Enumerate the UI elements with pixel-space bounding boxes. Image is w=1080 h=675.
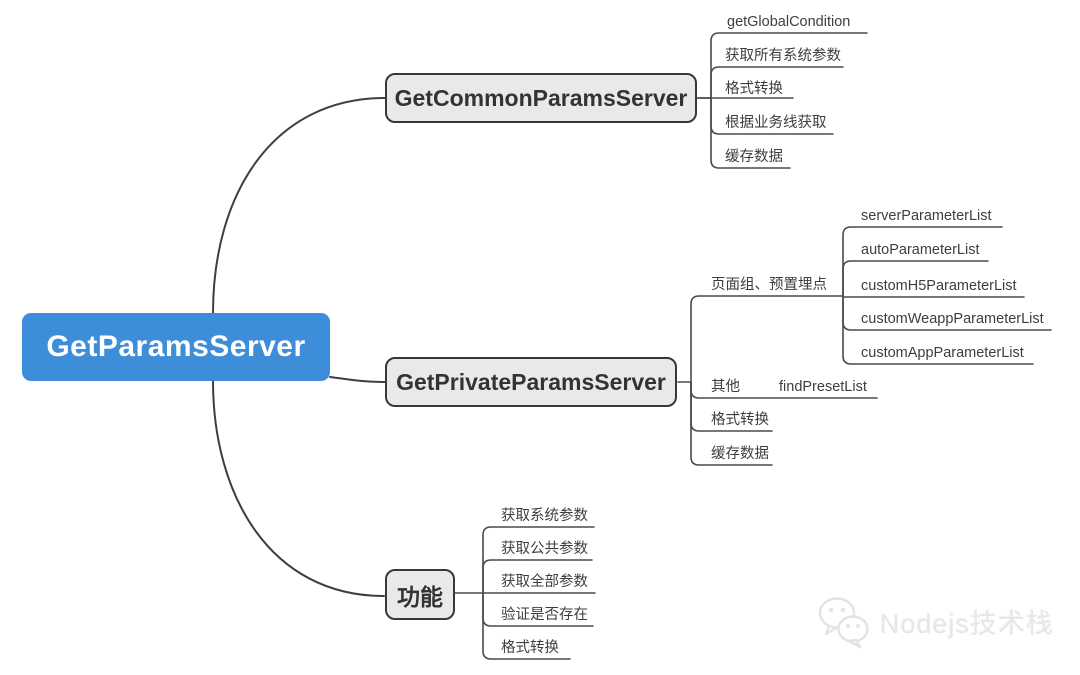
- branch-node-get-common-params-server[interactable]: GetCommonParamsServer: [385, 73, 697, 123]
- leaf-custom-weapp-parameter-list[interactable]: customWeappParameterList: [861, 311, 1044, 327]
- leaf-get-system-params[interactable]: 获取系统参数: [501, 508, 588, 524]
- branch2-child-lines: [677, 226, 1052, 466]
- leaf-format-convert-private[interactable]: 格式转换: [711, 412, 769, 428]
- leaf-page-group-preset-points[interactable]: 页面组、预置埋点: [711, 277, 827, 293]
- leaf-cache-data-private[interactable]: 缓存数据: [711, 446, 769, 462]
- leaf-custom-h5-parameter-list[interactable]: customH5ParameterList: [861, 278, 1017, 294]
- branch-node-get-private-params-server[interactable]: GetPrivateParamsServer: [385, 357, 677, 407]
- leaf-get-all-params[interactable]: 获取全部参数: [501, 574, 588, 590]
- watermark-text: Nodejs技术栈: [880, 608, 1055, 639]
- leaf-format-convert-gongneng[interactable]: 格式转换: [501, 640, 559, 656]
- leaf-get-by-business-line[interactable]: 根据业务线获取: [725, 115, 827, 131]
- leaf-get-global-condition[interactable]: getGlobalCondition: [727, 14, 851, 30]
- leaf-server-parameter-list[interactable]: serverParameterList: [861, 208, 992, 224]
- leaf-cache-data-common[interactable]: 缓存数据: [725, 149, 783, 165]
- branch1-child-lines: [696, 32, 868, 169]
- leaf-find-preset-list[interactable]: findPresetList: [779, 379, 867, 395]
- watermark: Nodejs技术栈: [816, 592, 1054, 650]
- leaf-auto-parameter-list[interactable]: autoParameterList: [861, 242, 980, 258]
- leaf-get-all-system-params[interactable]: 获取所有系统参数: [725, 48, 841, 64]
- leaf-custom-app-parameter-list[interactable]: customAppParameterList: [861, 345, 1024, 361]
- leaf-format-convert-common[interactable]: 格式转换: [725, 81, 783, 97]
- branch-node-gongneng[interactable]: 功能: [385, 569, 455, 620]
- branch3-child-lines: [454, 526, 596, 660]
- leaf-get-public-params[interactable]: 获取公共参数: [501, 541, 588, 557]
- root-branch-curves: [212, 97, 386, 597]
- wechat-icon: [818, 597, 869, 649]
- root-node-get-params-server[interactable]: GetParamsServer: [22, 313, 330, 381]
- leaf-other[interactable]: 其他: [711, 379, 740, 395]
- leaf-verify-exists[interactable]: 验证是否存在: [501, 607, 588, 623]
